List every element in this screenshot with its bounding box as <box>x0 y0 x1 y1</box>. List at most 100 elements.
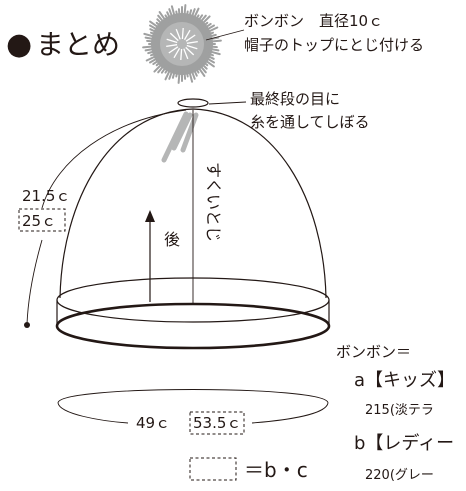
pompom-strand <box>175 10 179 20</box>
seam-label: すくいとじ <box>204 162 223 242</box>
pompom-highlight <box>166 44 178 48</box>
pompom-spec-b-detail: 220(グレー <box>365 468 434 483</box>
pompom-highlight <box>186 40 198 44</box>
brim-bottom-edge <box>55 302 331 350</box>
pompom-highlight <box>169 32 179 42</box>
height-alt-value: 25ｃ <box>22 212 56 230</box>
pompom-highlight <box>183 48 189 60</box>
pompom-strand <box>170 5 177 22</box>
pompom-strand <box>147 49 160 55</box>
pompom-strand <box>144 47 158 52</box>
pompom-strand <box>203 22 212 29</box>
pompom-inner <box>160 22 204 66</box>
pompom-strand <box>198 15 211 28</box>
yarn-tie-left <box>161 111 189 163</box>
pompom-strand <box>177 68 181 84</box>
pompom-strand <box>198 60 208 70</box>
pompom-strand <box>208 47 220 52</box>
pompom-strand <box>156 18 166 28</box>
hat-crown-outline <box>59 108 327 299</box>
pompom-strand <box>195 14 204 24</box>
pompom-strand <box>168 8 174 19</box>
height-measure-line-lower <box>26 239 43 325</box>
pompom-highlight <box>180 48 183 61</box>
pompom-strand <box>171 66 177 79</box>
pompom-strand <box>149 28 158 34</box>
pompom-strand <box>150 52 157 57</box>
pompom-strand <box>149 55 163 64</box>
pompom-spec-header: ボンボン＝ <box>336 343 411 361</box>
heading-bullet: ● <box>6 27 32 62</box>
pompom-strand <box>206 45 218 49</box>
pompom-strand <box>202 61 209 67</box>
pompom-strand <box>193 63 200 74</box>
back-arrow-head <box>145 210 155 222</box>
pompom-strand <box>144 36 156 41</box>
pompom-note-line2: 帽子のトップにとじ付ける <box>244 36 424 54</box>
pompom-strand <box>201 24 215 33</box>
pompom-strand <box>183 4 187 20</box>
pompom-strand <box>201 55 215 64</box>
pompom-strand <box>155 59 164 67</box>
pompom-highlight <box>166 38 178 44</box>
circumference-ellipse-bottom-right <box>251 402 329 424</box>
pompom-strand <box>153 60 166 73</box>
pompom-strand <box>192 7 200 20</box>
yarn-tie-left-2 <box>171 112 193 151</box>
back-label: 後 <box>164 230 180 249</box>
pompom-leader <box>205 29 245 41</box>
pompom-highlight <box>186 44 198 50</box>
pompom-strand <box>189 8 196 21</box>
legend-equals: ＝b・c <box>244 458 308 482</box>
pompom-strand <box>157 14 167 26</box>
pompom-strand <box>187 66 194 83</box>
pompom-strand <box>208 39 222 43</box>
pompom-spec-a-title: a【キッズ】 <box>354 370 455 391</box>
pompom-highlight <box>175 28 181 40</box>
pompom-strand <box>149 24 163 33</box>
pompom-strand <box>190 69 196 80</box>
pompom-strand <box>199 14 207 24</box>
pompom-strand <box>160 64 169 74</box>
pompom-highlight <box>185 34 196 42</box>
pompom-strand <box>204 33 217 39</box>
pompom-strand <box>157 64 165 74</box>
circumference-value: 49ｃ <box>136 414 170 432</box>
height-measure-line <box>41 109 187 209</box>
pompom-highlight <box>168 46 179 54</box>
circumference-ellipse-top <box>57 389 329 404</box>
circumference-ellipse-bottom-left <box>57 402 129 424</box>
pompom-strand <box>166 11 172 22</box>
pompom-strand <box>197 62 207 74</box>
pompom-strand <box>197 65 206 77</box>
pompom-strand <box>149 20 162 31</box>
yarn-tie-right <box>180 112 199 153</box>
pompom-highlight <box>183 29 191 41</box>
height-value: 21.5ｃ <box>22 187 70 205</box>
height-measure-dot <box>24 322 30 328</box>
pompom-strand <box>193 14 200 25</box>
pompom-note-line1: ボンボン 直径10ｃ <box>244 12 383 30</box>
pompom-strand <box>175 70 179 78</box>
pompom-strand <box>202 57 215 68</box>
pompom-strand <box>146 39 158 43</box>
pompom-strand <box>187 9 193 22</box>
pompom-strand <box>177 8 181 18</box>
pompom-strand <box>145 54 160 62</box>
pompom-strand <box>183 70 187 80</box>
pompom-spec-b-title: b【レディー <box>354 433 454 454</box>
pompom-strand <box>143 32 160 39</box>
pompom-strand <box>185 10 189 18</box>
pompom-highlight <box>173 47 181 59</box>
pompom-highlight <box>185 46 195 56</box>
pompom-strand <box>168 67 175 80</box>
pompom-strand <box>204 26 219 34</box>
pompom-strand <box>192 66 198 77</box>
top-note-line2: 糸を通してしぼる <box>250 113 370 131</box>
pompom-strand <box>158 11 167 23</box>
pompom-strand <box>164 68 172 81</box>
pompom-spec-a-detail: 215(淡テラ <box>365 403 434 418</box>
pompom-highlight <box>181 27 184 40</box>
